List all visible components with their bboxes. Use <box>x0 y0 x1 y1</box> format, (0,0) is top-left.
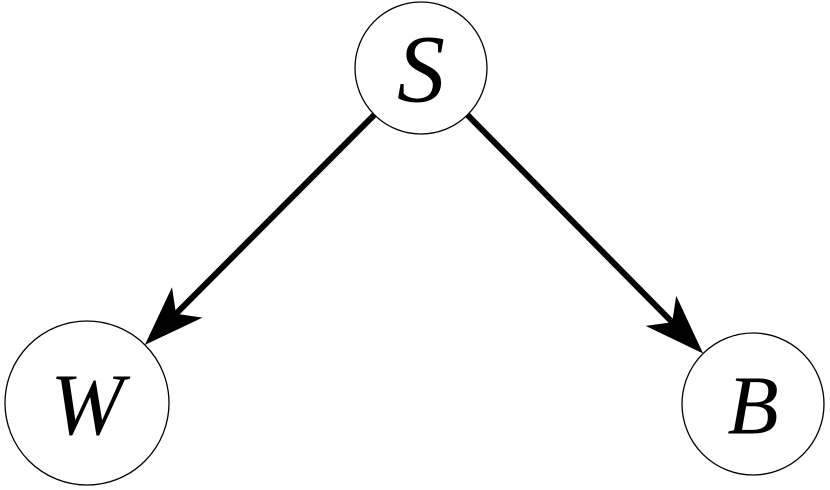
node-S-circle <box>354 1 488 135</box>
edge-S-W-line <box>173 112 377 316</box>
node-B-circle <box>681 332 825 476</box>
edge-S-B-line <box>465 112 675 325</box>
node-B-label: B <box>727 359 778 452</box>
edge-S-B-arrowhead-icon <box>645 295 704 354</box>
node-W-circle <box>4 320 170 486</box>
node-S-label: S <box>397 16 445 123</box>
edge-S-W-arrowhead-icon <box>144 287 203 345</box>
node-W-label: W <box>50 357 130 454</box>
